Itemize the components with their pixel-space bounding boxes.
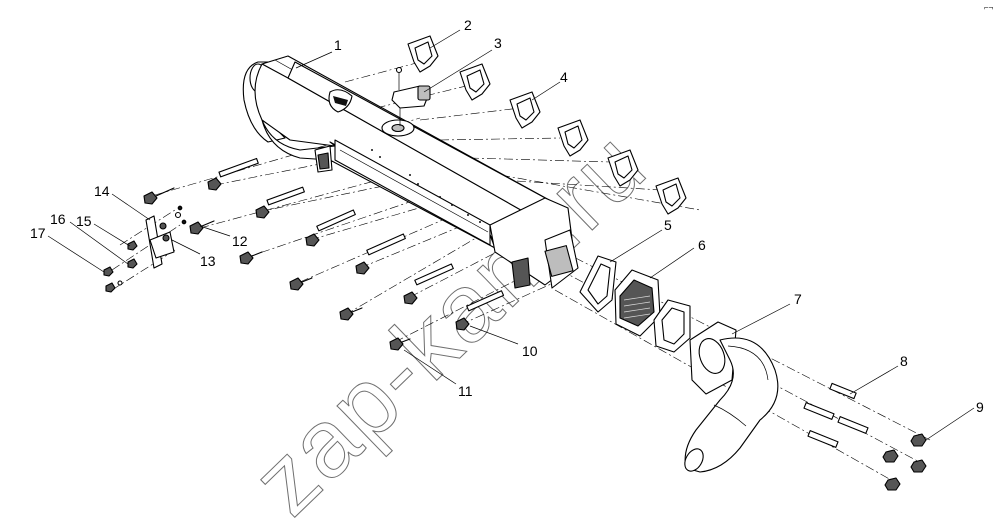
gasket-5 xyxy=(607,149,639,187)
callout-labels: 1 2 3 4 5 6 7 8 9 10 11 12 13 14 15 16 1… xyxy=(30,17,984,415)
leader-lines xyxy=(47,29,975,441)
bolt-g xyxy=(289,277,313,291)
bolt-h xyxy=(355,233,406,275)
callout-9: 9 xyxy=(976,399,984,415)
gasket-6 xyxy=(655,177,687,215)
part-5-flange-gasket xyxy=(579,255,617,313)
bolt-d xyxy=(189,220,215,235)
stud-upper xyxy=(829,382,857,400)
gasket-3 xyxy=(509,91,541,129)
parts-8-9-studs-nuts xyxy=(803,382,927,491)
part-7-elbow-pipe xyxy=(684,321,779,473)
corner-mark: ⌐¬ xyxy=(984,3,994,12)
callout-13: 13 xyxy=(200,253,216,269)
stud-lower xyxy=(807,430,839,448)
bolt-k xyxy=(389,337,411,351)
gasket-4 xyxy=(557,119,589,157)
callout-17: 17 xyxy=(30,225,46,241)
parts-13-17-bracket-hardware xyxy=(103,205,187,293)
callout-14: 14 xyxy=(94,183,110,199)
part-3-sensor xyxy=(391,66,431,126)
callout-5: 5 xyxy=(664,217,672,233)
bolt-e xyxy=(239,251,263,265)
part-1-manifold xyxy=(242,55,579,289)
bolts xyxy=(143,157,505,351)
callout-4: 4 xyxy=(560,69,568,85)
gaskets xyxy=(407,35,687,215)
callout-11: 11 xyxy=(458,383,473,399)
bolt-j xyxy=(403,263,454,305)
callout-16: 16 xyxy=(50,211,66,227)
bolt-a xyxy=(143,187,175,205)
callout-6: 6 xyxy=(698,237,706,253)
callout-15: 15 xyxy=(76,213,92,229)
callout-2: 2 xyxy=(464,17,472,33)
gasket-1 xyxy=(407,35,439,73)
bolt-c xyxy=(255,186,305,219)
bolt-l xyxy=(455,290,505,331)
callout-3: 3 xyxy=(494,35,502,51)
callout-10: 10 xyxy=(522,343,538,359)
callout-8: 8 xyxy=(900,353,908,369)
gasket-2 xyxy=(459,63,491,101)
bolt-f xyxy=(305,209,356,247)
bolt-b xyxy=(207,157,259,191)
stud-mid-b xyxy=(837,416,869,434)
callout-12: 12 xyxy=(232,233,248,249)
stud-mid-a xyxy=(803,402,835,420)
bolt-i xyxy=(339,307,363,321)
part-6-grid-heater xyxy=(614,269,691,353)
callout-7: 7 xyxy=(794,291,802,307)
nuts xyxy=(882,433,927,491)
callout-1: 1 xyxy=(334,37,342,53)
